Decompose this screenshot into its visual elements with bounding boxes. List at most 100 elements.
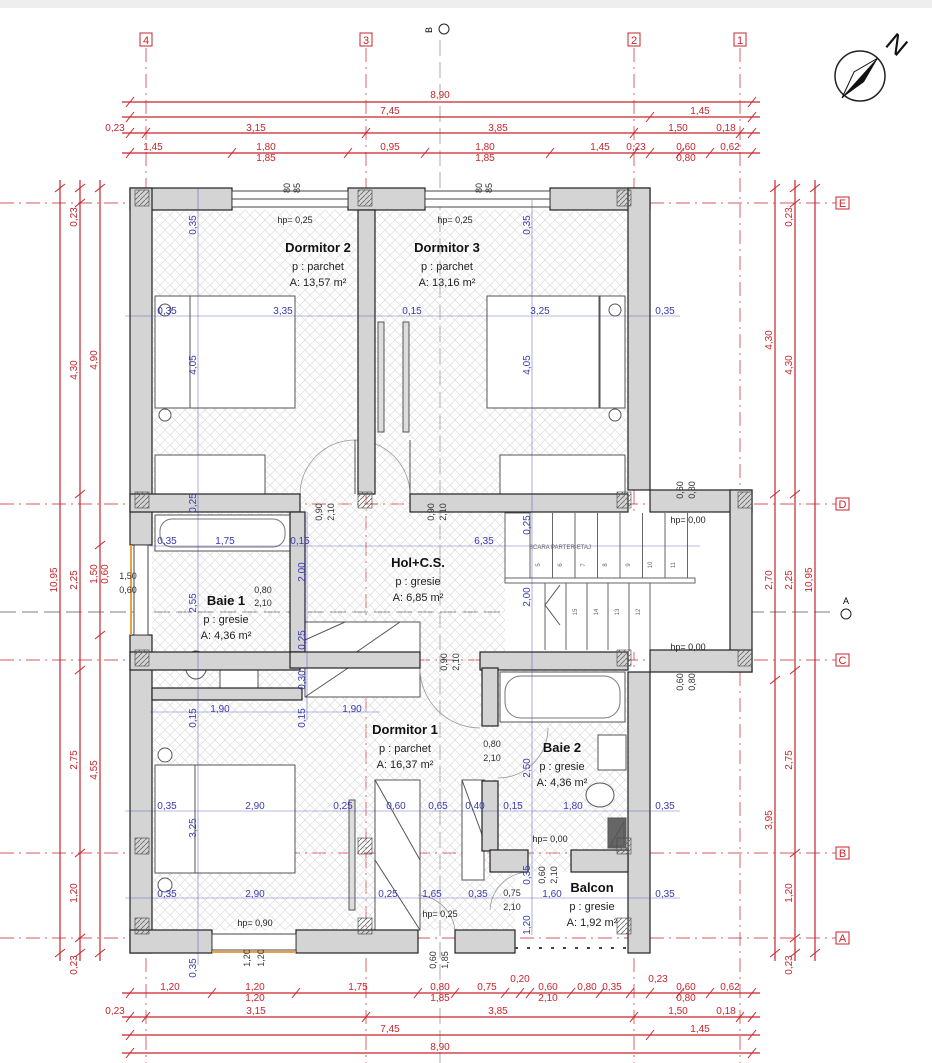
wall (129, 493, 301, 513)
interior-dimension-label: 3,25 (530, 306, 550, 317)
floor-level-label: hp= 0,25 (277, 215, 312, 225)
dimension-label: 2,25 (69, 570, 80, 590)
wardrobe-diagonal (461, 779, 485, 841)
opening-dimension-label: 1,20 (242, 949, 252, 967)
opening-dimension-label: 0,60 (537, 866, 547, 884)
interior-dimension-label: 2,90 (245, 889, 265, 900)
dimension-label: 4,90 (89, 350, 100, 370)
opening-dimension-label: 2,10 (438, 503, 448, 521)
structural-column (134, 491, 150, 509)
room-area: A: 13,16 m² (419, 277, 476, 289)
door-swing (299, 439, 356, 495)
dimension-label: 1,20 (784, 883, 795, 903)
stair-step-number: 15 (573, 608, 579, 615)
dimension-tick (94, 948, 106, 958)
dimension-tick (809, 948, 821, 958)
dimension-tick (74, 665, 86, 675)
dimension-tick (515, 987, 525, 999)
dimension-label: 0,20 (510, 974, 530, 985)
floor-level-label: hp= 0,00 (670, 515, 705, 525)
dimension-tick (645, 1029, 655, 1041)
dimension-tick (645, 147, 655, 159)
dimension-tick (125, 1029, 135, 1041)
interior-dimension-label: 0,35 (522, 865, 533, 885)
dimension-tick (629, 127, 639, 139)
grid-label-vertical: 3 (363, 35, 369, 47)
dimension-tick (141, 127, 151, 139)
dimension-lines (54, 96, 821, 1059)
stair-step-number: 7 (581, 563, 587, 567)
interior-dimension-label: 0,35 (655, 889, 675, 900)
grid-label-box (835, 653, 850, 667)
opening-dimension-label: 0,60 (428, 951, 438, 969)
room-area: A: 16,37 m² (377, 759, 434, 771)
room-area: A: 13,57 m² (290, 277, 347, 289)
interior-dimension-label: 0,35 (157, 536, 177, 547)
stair-step-number: 12 (636, 608, 642, 615)
dimension-label: 4,55 (89, 760, 100, 780)
dimension-label: 1,75 (348, 982, 368, 993)
dimension-label: 1,20 (245, 982, 265, 993)
section-marker-label: B (424, 27, 434, 33)
dimension-label: 1,50 (89, 564, 100, 584)
bed (189, 295, 296, 409)
wall (289, 651, 421, 669)
dimension-label: 0,60 (676, 142, 696, 153)
dimension-tick (525, 987, 535, 999)
toilet-icon (585, 782, 615, 808)
stair-direction-arrow-icon (544, 584, 561, 626)
grid-label-box (835, 931, 850, 945)
door-swing (489, 871, 529, 911)
interior-dimension-label: 0,25 (378, 889, 398, 900)
dimension-label: 2,75 (784, 750, 795, 770)
dimension-label: 0,62 (720, 142, 740, 153)
lamp-icon (157, 877, 173, 893)
wall (129, 187, 153, 546)
wall (481, 780, 499, 852)
section-marker-label: A (843, 596, 849, 606)
dimension-label: 4,30 (784, 355, 795, 375)
dimension-tick (747, 1011, 757, 1023)
dimension-label: 4,30 (764, 330, 775, 350)
interior-dimension-label: 0,35 (655, 801, 675, 812)
wall (129, 634, 153, 954)
dimension-label: 2,70 (764, 570, 775, 590)
dimension-label: 3,85 (488, 1006, 508, 1017)
dimension-tick (789, 948, 801, 958)
dimension-label: 1,45 (690, 106, 710, 117)
grid-label-vertical: 1 (737, 35, 743, 47)
dimension-tick (420, 147, 430, 159)
sliding-door (402, 321, 410, 433)
interior-dimension-label: 0,15 (290, 536, 310, 547)
stair-landing (504, 512, 531, 579)
room-floor-finish: p : gresie (203, 614, 248, 626)
wall (151, 687, 303, 701)
dimension-tick (141, 1011, 151, 1023)
room-area: A: 1,92 m² (567, 917, 618, 929)
dimension-label: 0,80 (676, 993, 696, 1004)
dimension-tick (789, 933, 801, 943)
interior-dimension-label: 0,60 (386, 801, 406, 812)
sliding-door (377, 321, 385, 433)
dimension-label: 10,95 (804, 567, 815, 592)
interior-dimension-label: 0,35 (157, 801, 177, 812)
stairs-label: SCARA PARTER-ETAJ (529, 545, 591, 551)
interior-dimension-label: 2,55 (188, 593, 199, 613)
dimension-label: 0,23 (105, 123, 125, 134)
dimension-tick (545, 147, 555, 159)
dimension-label: 3,85 (488, 123, 508, 134)
dimension-tick (769, 489, 781, 499)
interior-dimension-label: 1,60 (542, 889, 562, 900)
room-floor-finish: p : parchet (379, 743, 431, 755)
north-label: N (880, 27, 914, 62)
dimension-tick (94, 183, 106, 193)
dimension-tick (125, 1047, 135, 1059)
grid-label-horizontal: A (839, 933, 847, 945)
opening-dimension-label: 85 (484, 183, 494, 193)
interior-dimension-label: 1,90 (342, 704, 362, 715)
interior-dimension-label: 0,40 (465, 801, 485, 812)
walls (129, 187, 753, 954)
dimension-label: 1,50 (668, 123, 688, 134)
structural-column (134, 837, 150, 855)
